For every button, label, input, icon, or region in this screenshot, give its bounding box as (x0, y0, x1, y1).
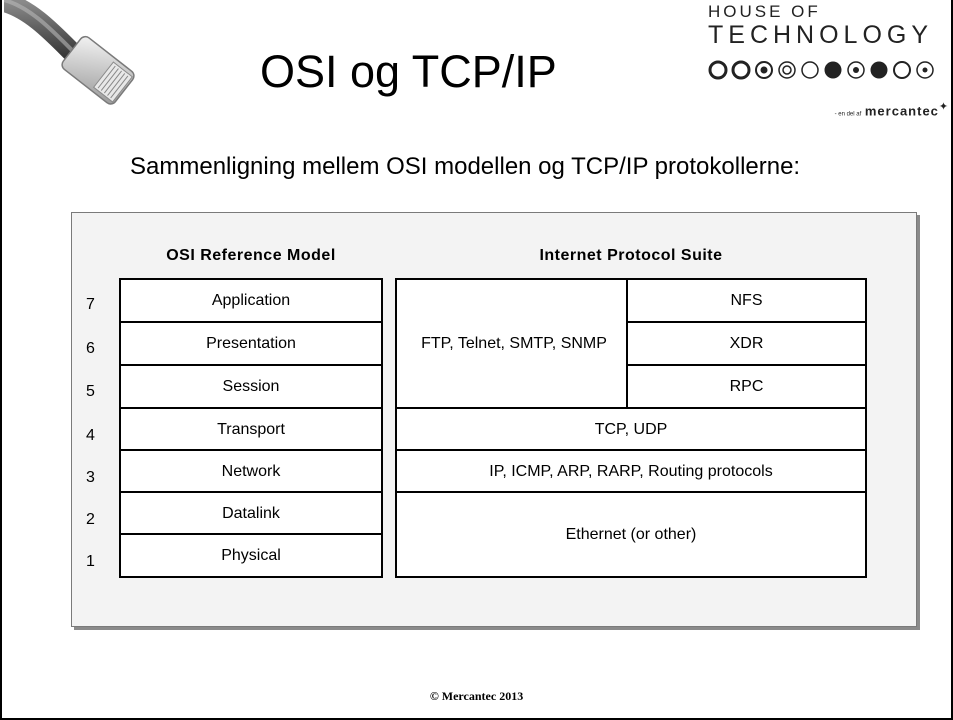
ips-header: Internet Protocol Suite (539, 247, 723, 264)
osi-layer-application: Application (211, 292, 291, 309)
logo-tagline: - en del af mercantec✦ (834, 101, 948, 119)
ips-app-protocols: FTP, Telnet, SMTP, SNMP (421, 334, 607, 352)
osi-column: Application Presentation Session Transpo… (119, 278, 383, 578)
osi-layer-transport: Transport (217, 420, 285, 438)
layer-number: 2 (86, 511, 95, 528)
divider (121, 321, 381, 323)
ips-xdr: XDR (729, 335, 764, 352)
ips-column: FTP, Telnet, SMTP, SNMP NFS XDR RPC TCP,… (395, 278, 867, 578)
slide-title: OSI og TCP/IP (260, 46, 557, 97)
osi-header: OSI Reference Model (166, 247, 336, 264)
logo-tag-brand: mercantec (864, 103, 939, 119)
layer-number: 4 (86, 427, 95, 444)
logo-dots-icon (708, 60, 934, 80)
layer-number: 3 (86, 469, 95, 486)
logo-line-2: TECHNOLOGY (708, 21, 934, 49)
osi-layer-datalink: Datalink (222, 504, 280, 522)
osi-layer-physical: Physical (221, 547, 281, 564)
logo-line-1: HOUSE OF (708, 2, 821, 21)
slide-subtitle: Sammenligning mellem OSI modellen og TCP… (130, 153, 801, 180)
layer-number: 6 (86, 340, 95, 357)
ips-link: Ethernet (or other) (565, 526, 697, 543)
divider (121, 449, 381, 451)
divider (397, 491, 865, 493)
divider (121, 491, 381, 493)
ips-network: IP, ICMP, ARP, RARP, Routing protocols (489, 462, 773, 480)
slide-footer: © Mercantec 2013 (429, 689, 524, 703)
logo-tag-small: - en del af (834, 111, 862, 118)
ips-nfs: NFS (730, 292, 763, 309)
divider (628, 364, 865, 366)
ips-transport: TCP, UDP (594, 420, 668, 438)
divider (121, 364, 381, 366)
divider (626, 280, 628, 407)
layer-number: 5 (86, 383, 95, 400)
layer-number: 7 (86, 296, 95, 313)
divider (397, 449, 865, 451)
osi-layer-presentation: Presentation (206, 335, 296, 352)
layer-number: 1 (86, 553, 95, 570)
divider (121, 533, 381, 535)
divider (121, 407, 381, 409)
house-of-technology-logo: HOUSE OF TECHNOLOGY - en del af mercante… (708, 2, 950, 122)
osi-layer-session: Session (222, 378, 280, 395)
network-cable-icon (4, 0, 135, 105)
osi-layer-network: Network (221, 462, 281, 480)
divider (628, 321, 865, 323)
ips-rpc: RPC (729, 378, 764, 395)
divider (397, 407, 865, 409)
